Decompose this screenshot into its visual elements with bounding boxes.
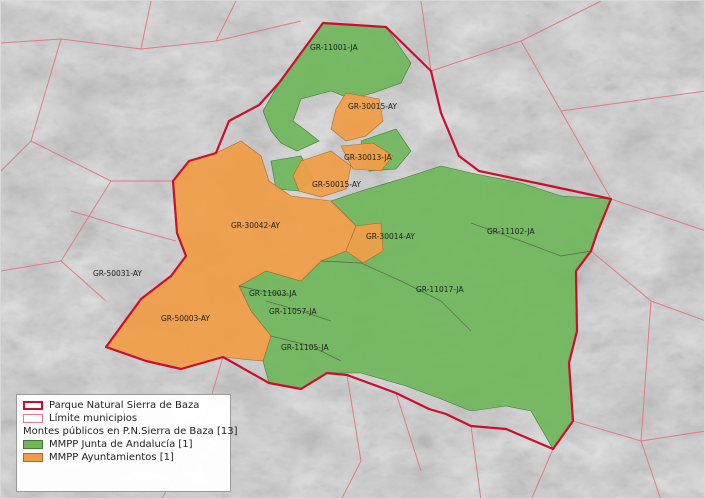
label-gr-11105-ja: GR-11105-JA bbox=[281, 343, 329, 352]
label-gr-11057-ja: GR-11057-JA bbox=[269, 307, 317, 316]
forest-ayuntamientos-mid bbox=[292, 150, 352, 198]
legend-municipal-label: Límite municipios bbox=[49, 413, 138, 424]
park-boundary bbox=[104, 21, 613, 451]
municipal-boundary-swatch bbox=[23, 414, 43, 423]
map-legend: Parque Natural Sierra de Baza Límite mun… bbox=[16, 394, 238, 492]
legend-park-label: Parque Natural Sierra de Baza bbox=[49, 400, 200, 411]
label-gr-11001-ja: GR-11001-JA bbox=[310, 43, 358, 52]
park-boundary-swatch bbox=[23, 401, 43, 410]
forest-ayuntamientos-small bbox=[345, 222, 384, 264]
legend-item-municipal: Límite municipios bbox=[23, 412, 224, 425]
ayuntamientos-swatch bbox=[23, 453, 43, 462]
label-gr-11017-ja: GR-11017-JA bbox=[416, 285, 464, 294]
label-gr-50031-ay: GR-50031-AY bbox=[93, 269, 142, 278]
label-gr-50003-ay: GR-50003-AY bbox=[161, 314, 210, 323]
forest-labels: GR-11001-JA GR-30015-AY GR-30013-JA GR-5… bbox=[93, 43, 535, 352]
legend-title: Montes públicos en P.N.Sierra de Baza [1… bbox=[23, 426, 238, 437]
legend-junta-label: MMPP Junta de Andalucía [1] bbox=[49, 439, 193, 450]
legend-item-park: Parque Natural Sierra de Baza bbox=[23, 399, 224, 412]
label-gr-11003-ja: GR-11003-JA bbox=[249, 289, 297, 298]
label-gr-30015-ay: GR-30015-AY bbox=[348, 102, 397, 111]
label-gr-11102-ja: GR-11102-JA bbox=[487, 227, 535, 236]
junta-swatch bbox=[23, 440, 43, 449]
label-gr-30014-ay: GR-30014-AY bbox=[366, 232, 415, 241]
forest-ayuntamientos-north bbox=[330, 92, 384, 142]
label-gr-30042-ay: GR-30042-AY bbox=[231, 221, 280, 230]
legend-item-ayuntamientos: MMPP Ayuntamientos [1] bbox=[23, 451, 224, 464]
legend-item-junta: MMPP Junta de Andalucía [1] bbox=[23, 438, 224, 451]
label-gr-50015-ay: GR-50015-AY bbox=[312, 180, 361, 189]
forest-ayuntamientos-east bbox=[340, 142, 394, 172]
label-gr-30013-ja: GR-30013-JA bbox=[344, 153, 392, 162]
legend-ayuntamientos-label: MMPP Ayuntamientos [1] bbox=[49, 452, 174, 463]
